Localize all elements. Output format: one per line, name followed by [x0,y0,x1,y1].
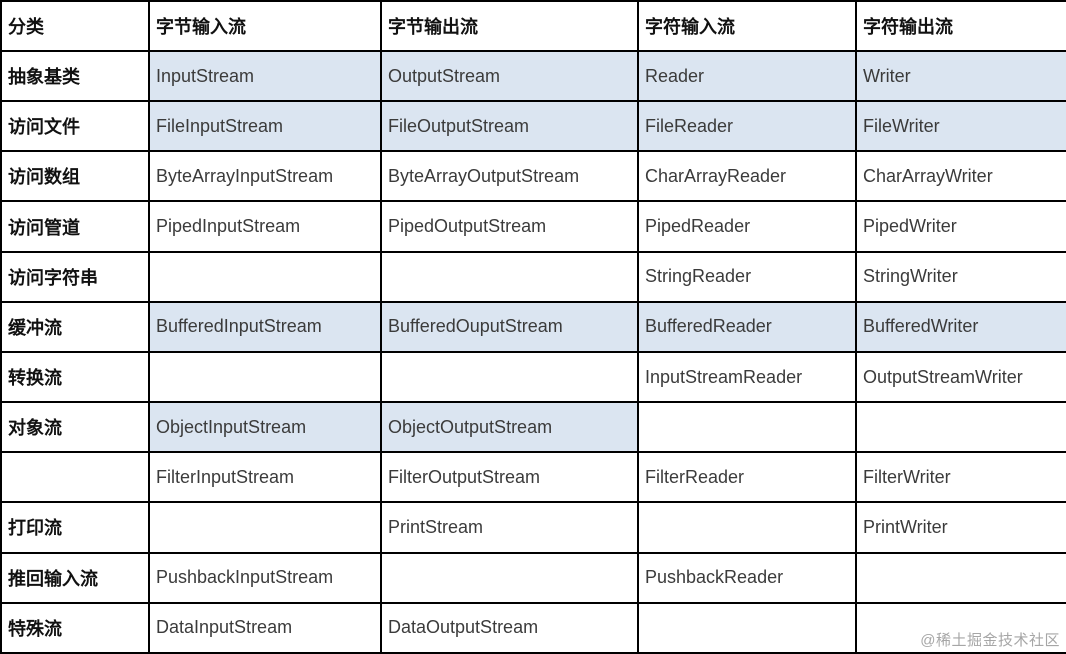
stream-cell: OutputStream [380,49,639,103]
category-cell: 打印流 [0,501,150,554]
stream-cell: PrintWriter [855,501,1066,554]
column-header: 分类 [0,0,150,52]
stream-cell [148,350,382,404]
category-cell: 对象流 [0,401,150,454]
stream-cell [148,250,382,303]
category-cell: 特殊流 [0,601,150,654]
stream-cell: BufferedReader [637,300,857,353]
category-cell: 访问字符串 [0,250,150,303]
stream-cell: OutputStreamWriter [855,350,1066,404]
stream-cell [855,601,1066,654]
stream-cell: Writer [855,49,1066,103]
stream-cell: InputStream [148,49,382,103]
stream-cell [637,401,857,454]
stream-cell: InputStreamReader [637,350,857,404]
stream-cell [380,350,639,404]
stream-cell: CharArrayReader [637,150,857,203]
stream-cell [148,501,382,554]
stream-cell: FileOutputStream [380,100,639,153]
stream-cell: Reader [637,49,857,103]
stream-cell [855,401,1066,454]
category-cell: 抽象基类 [0,49,150,103]
stream-cell: StringReader [637,250,857,303]
category-cell: 访问管道 [0,200,150,253]
stream-cell [380,250,639,303]
header-row: 分类字节输入流字节输出流字符输入流字符输出流 [0,0,1066,52]
stream-cell: BufferedInputStream [148,300,382,353]
stream-cell: PrintStream [380,501,639,554]
stream-cell: ObjectOutputStream [380,401,639,454]
stream-cell: PipedWriter [855,200,1066,253]
column-header: 字符输出流 [855,0,1066,52]
category-cell: 转换流 [0,350,150,404]
category-cell: 访问数组 [0,150,150,203]
table-header: 分类字节输入流字节输出流字符输入流字符输出流 [0,0,1066,52]
stream-cell [380,551,639,604]
stream-cell [637,601,857,654]
stream-cell: StringWriter [855,250,1066,303]
stream-cell: BufferedOuputStream [380,300,639,353]
stream-cell: FileReader [637,100,857,153]
stream-cell: CharArrayWriter [855,150,1066,203]
stream-cell: PushbackReader [637,551,857,604]
column-header: 字符输入流 [637,0,857,52]
column-header: 字节输入流 [148,0,382,52]
category-cell: 推回输入流 [0,551,150,604]
stream-cell: FilterWriter [855,451,1066,504]
stream-cell [637,501,857,554]
stream-cell: FilterInputStream [148,451,382,504]
stream-cell: DataInputStream [148,601,382,654]
category-cell: 访问文件 [0,100,150,153]
stream-cell: ObjectInputStream [148,401,382,454]
column-header: 字节输出流 [380,0,639,52]
stream-cell: FilterReader [637,451,857,504]
stream-cell: PipedInputStream [148,200,382,253]
stream-cell: FilterOutputStream [380,451,639,504]
stream-cell: PushbackInputStream [148,551,382,604]
stream-cell: PipedReader [637,200,857,253]
table-row: 打印流 PrintStream PrintWriter [0,501,1066,554]
stream-cell: FileWriter [855,100,1066,153]
category-cell [0,451,150,504]
stream-cell: ByteArrayInputStream [148,150,382,203]
stream-cell: DataOutputStream [380,601,639,654]
stream-cell: ByteArrayOutputStream [380,150,639,203]
stream-cell [855,551,1066,604]
stream-cell: FileInputStream [148,100,382,153]
category-cell: 缓冲流 [0,300,150,353]
stream-cell: PipedOutputStream [380,200,639,253]
stream-cell: BufferedWriter [855,300,1066,353]
